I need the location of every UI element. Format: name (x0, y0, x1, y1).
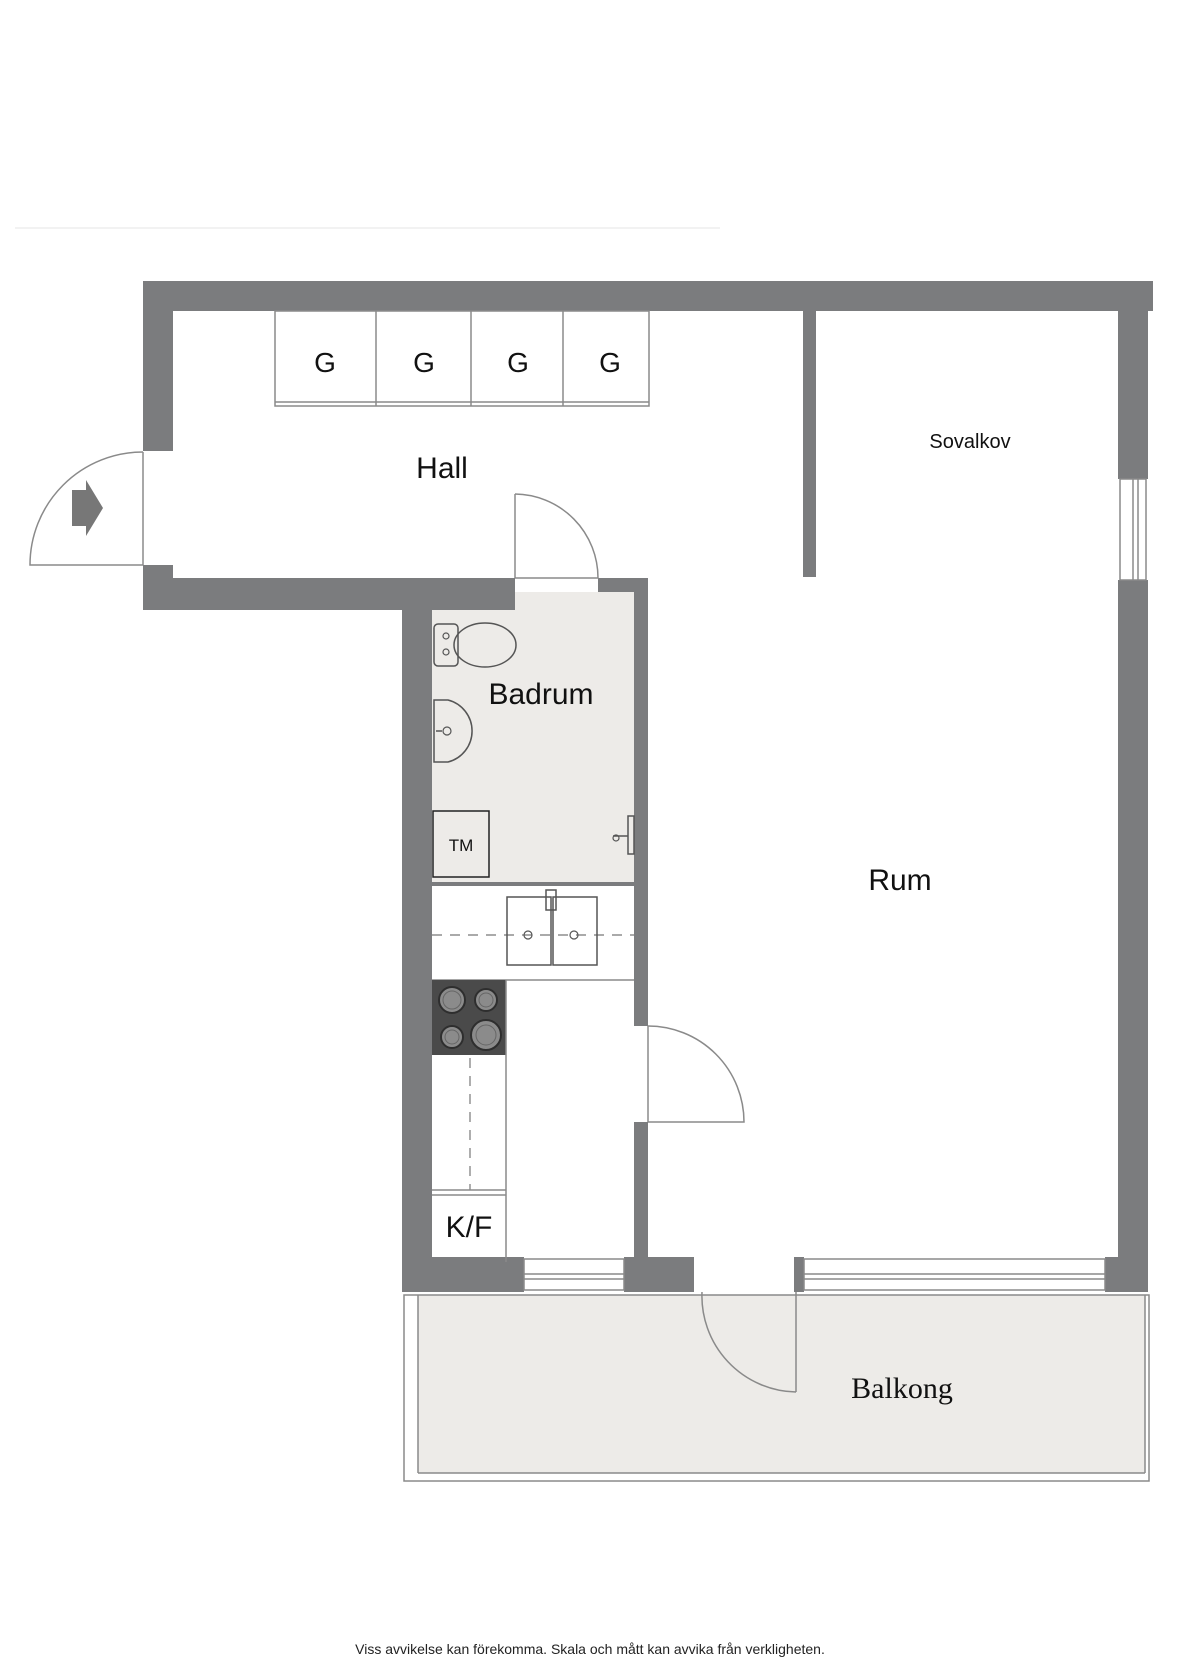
kitchen-counter (432, 934, 634, 981)
wardrobe-label: G (599, 347, 621, 378)
toilet-icon (433, 622, 517, 668)
kitchen-sink-icon (506, 889, 598, 966)
window-kitchen (523, 1258, 625, 1291)
room-label-rum: Rum (868, 864, 931, 897)
room-label-sovalkov: Sovalkov (929, 431, 1010, 453)
sink-icon (433, 699, 473, 763)
walls (143, 281, 1153, 1292)
wardrobe-label: G (507, 347, 529, 378)
fridge-freezer-label: K/F (446, 1211, 493, 1244)
room-label-balkong: Balkong (851, 1372, 953, 1405)
kitchen-cabinets (432, 980, 507, 1262)
room-label-hall: Hall (416, 452, 468, 485)
balcony-area (403, 1294, 1150, 1482)
balcony-door (701, 1291, 797, 1393)
shower-mixer-icon (612, 815, 635, 855)
wardrobe-label: G (413, 347, 435, 378)
stove-icon (432, 980, 506, 1055)
washing-machine: TM (432, 810, 490, 878)
kitchen-door (647, 1025, 745, 1123)
fridge-freezer: K/F (432, 1194, 506, 1244)
bathroom-floor (432, 592, 644, 882)
bathroom-door (514, 493, 599, 579)
wardrobes: G G G G (274, 310, 650, 407)
window-sovalkov (1119, 478, 1147, 581)
footer-disclaimer: Viss avvikelse kan förekomma. Skala och … (355, 1641, 825, 1657)
washing-machine-label: TM (449, 836, 474, 855)
entrance-door (29, 451, 144, 566)
window-room (803, 1258, 1106, 1291)
wardrobe-label: G (314, 347, 336, 378)
room-label-badrum: Badrum (488, 678, 593, 711)
